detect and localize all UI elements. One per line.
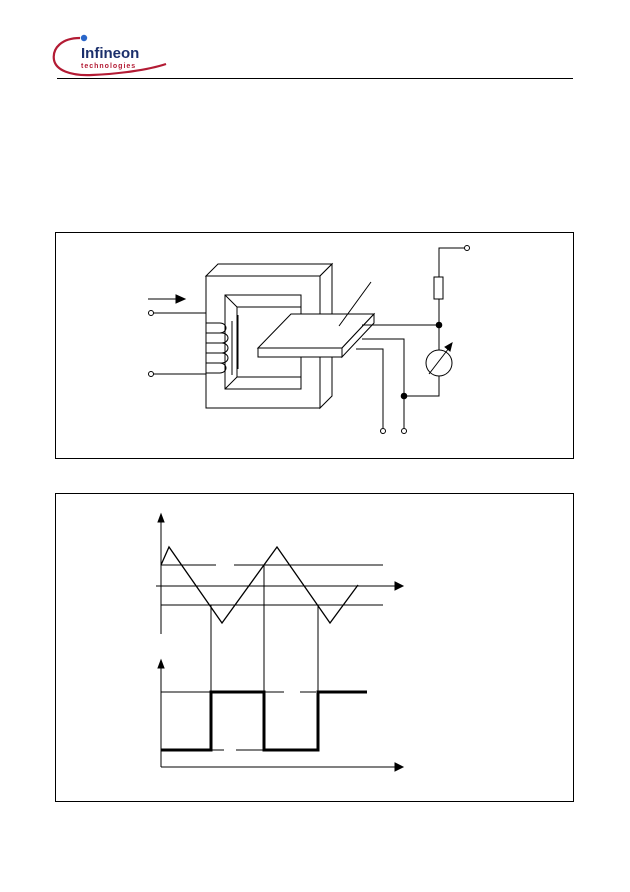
square-waveform: [161, 690, 367, 752]
triangle-waveform: [160, 545, 359, 625]
logo-dot: [80, 34, 88, 42]
sensor-circuit: [356, 245, 470, 434]
input-terminal-bottom: [148, 371, 154, 377]
threshold-lines: [161, 564, 383, 606]
logo-swoosh: [52, 36, 167, 77]
input-terminal-top: [148, 310, 154, 316]
upper-plot-axes: [156, 512, 405, 634]
lower-plot-axes: [157, 658, 405, 772]
figure-transformer-circuit: [55, 232, 574, 459]
figure-waveforms: [55, 493, 574, 802]
winding-coil: [206, 315, 239, 375]
transformer-diagram: [148, 245, 470, 434]
supply-terminal: [464, 245, 470, 251]
logo-tagline: technologies: [81, 63, 136, 70]
output-terminal-right: [401, 428, 407, 434]
logo-wordmark: Infineon: [81, 45, 139, 62]
output-terminal-left: [380, 428, 386, 434]
logo-graphic: Infineon technologies: [52, 34, 167, 77]
infineon-logo: Infineon technologies: [48, 30, 173, 80]
current-arrow-icon: [148, 294, 187, 304]
header-rule: [57, 78, 573, 79]
waveform-diagram: [156, 512, 405, 772]
resistor: [433, 276, 444, 300]
